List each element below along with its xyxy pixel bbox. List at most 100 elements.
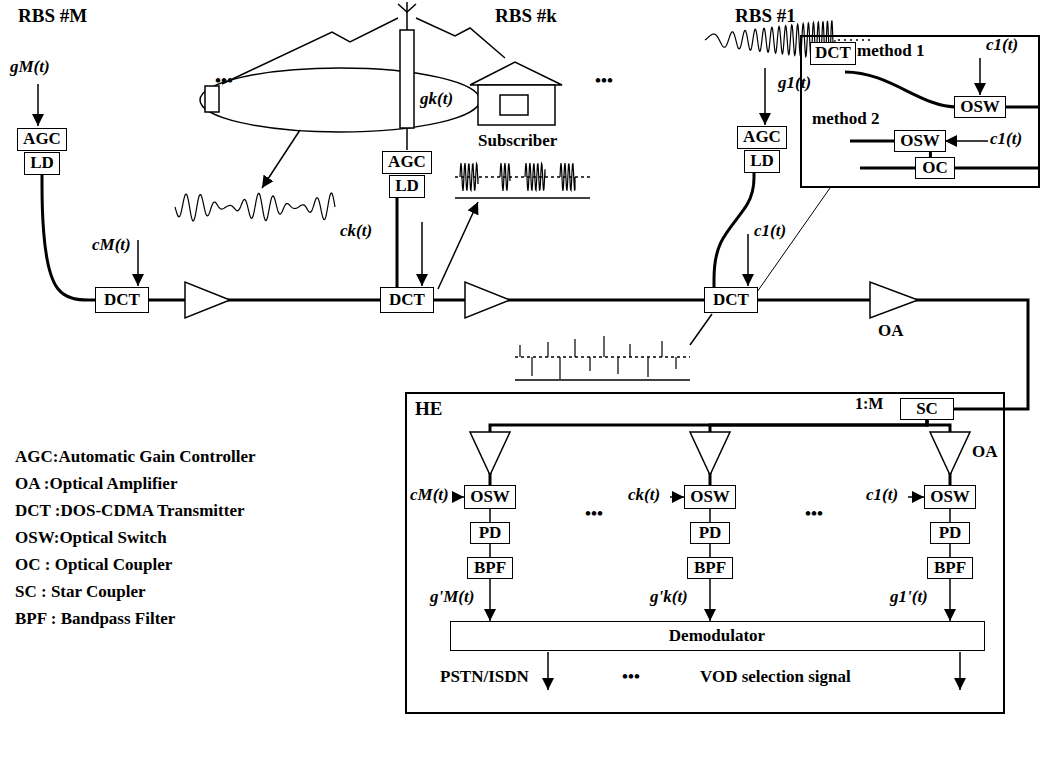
box-label: DCT bbox=[104, 291, 140, 310]
label: PSTN/ISDN bbox=[440, 668, 529, 687]
box-label: BPF bbox=[474, 559, 506, 578]
signal-name: gM(t) bbox=[10, 58, 50, 77]
box-label: PD bbox=[479, 524, 502, 543]
box-label: OSW bbox=[960, 98, 1000, 117]
code-arrow bbox=[908, 496, 924, 498]
label: RBS #k bbox=[495, 6, 557, 27]
waveform-tail bbox=[838, 39, 872, 41]
signal-line bbox=[949, 509, 951, 522]
optical-fiber bbox=[396, 198, 399, 288]
demodulator-box: Demodulator bbox=[450, 621, 985, 651]
photodiode-box: PD bbox=[690, 522, 730, 544]
pointer-arrow bbox=[262, 130, 300, 188]
optical-amplifier bbox=[185, 282, 230, 318]
box-label: OC bbox=[922, 159, 948, 178]
rbs-waveform bbox=[175, 193, 335, 221]
frame-heading: HE bbox=[415, 399, 442, 420]
radio-link bbox=[416, 18, 505, 58]
box-label: OSW bbox=[900, 132, 940, 151]
signal-line bbox=[709, 509, 711, 522]
baseline bbox=[455, 197, 590, 199]
agc-box: AGC bbox=[17, 128, 67, 151]
optical-fiber bbox=[490, 420, 927, 485]
signal-name: g1(t) bbox=[778, 74, 811, 93]
box-label: BPF bbox=[934, 559, 966, 578]
label: OA bbox=[972, 443, 998, 462]
label: ••• bbox=[215, 72, 233, 91]
box-label: LD bbox=[395, 177, 419, 196]
optical-switch-box: OSW bbox=[464, 485, 516, 509]
label: ••• bbox=[585, 505, 603, 524]
optical-fiber bbox=[714, 173, 754, 288]
code-arrow bbox=[421, 222, 423, 286]
label: method 2 bbox=[812, 110, 880, 129]
box-label: LD bbox=[30, 154, 54, 173]
dct-box: DCT bbox=[704, 287, 758, 313]
antenna-mast bbox=[400, 30, 414, 128]
dct-box: DCT bbox=[380, 287, 434, 313]
code-arrow bbox=[747, 234, 749, 286]
optical-amplifier bbox=[930, 432, 970, 475]
laser-diode-box: LD bbox=[744, 150, 780, 173]
optical-switch-box: OSW bbox=[924, 485, 976, 509]
signal-name: gk(t) bbox=[420, 90, 453, 109]
code-arrow bbox=[137, 240, 139, 286]
zero-line bbox=[515, 356, 690, 358]
optical-fiber bbox=[149, 299, 380, 302]
zero-line bbox=[455, 176, 590, 178]
label: RBS #1 bbox=[735, 6, 796, 27]
photodiode-box: PD bbox=[930, 522, 970, 544]
label: Subscriber bbox=[478, 132, 557, 151]
box-label: PD bbox=[939, 524, 962, 543]
output-arrow bbox=[547, 652, 549, 690]
signal-name: g1'(t) bbox=[890, 588, 928, 607]
laser-diode-box: LD bbox=[24, 152, 60, 175]
bandpass-filter-box: BPF bbox=[467, 557, 513, 579]
box-label: SC bbox=[916, 400, 938, 419]
agc-box: AGC bbox=[382, 151, 432, 174]
legend-text: VOD selection signal bbox=[700, 668, 851, 687]
house-roof bbox=[470, 62, 562, 85]
signal-line bbox=[489, 544, 491, 557]
output-arrow bbox=[959, 652, 961, 690]
fiber bbox=[850, 140, 897, 143]
label: ••• bbox=[595, 72, 613, 91]
box-label: BPF bbox=[694, 559, 726, 578]
signal-name: c1(t) bbox=[990, 130, 1022, 149]
signal-arrow bbox=[764, 68, 766, 125]
signal-line bbox=[709, 579, 711, 621]
tv-set bbox=[500, 95, 528, 115]
label: ••• bbox=[805, 505, 823, 524]
optical-fiber bbox=[42, 175, 95, 301]
legend-text: SC : Star Coupler bbox=[15, 583, 146, 602]
optical-switch-box: OSW bbox=[684, 485, 736, 509]
signal-line bbox=[949, 544, 951, 557]
mast-feed bbox=[406, 128, 408, 150]
fiber bbox=[955, 167, 1038, 170]
laser-diode-box: LD bbox=[389, 175, 425, 198]
star-coupler-box: SC bbox=[900, 398, 954, 420]
signal-arrow bbox=[37, 84, 39, 126]
box-label: AGC bbox=[23, 130, 61, 149]
optical-amplifier bbox=[465, 282, 510, 318]
optical-amplifier bbox=[690, 432, 730, 475]
signal-name: c1(t) bbox=[754, 222, 786, 241]
signal-name: cM(t) bbox=[92, 236, 131, 255]
label: 1:M bbox=[855, 395, 883, 413]
code-arrow bbox=[452, 496, 464, 498]
box-label: AGC bbox=[388, 153, 426, 172]
fiber bbox=[860, 167, 915, 170]
radio-link bbox=[222, 18, 398, 84]
label: RBS #M bbox=[18, 6, 87, 27]
antenna bbox=[406, 2, 408, 30]
signal-line bbox=[709, 544, 711, 557]
antenna bbox=[398, 4, 416, 12]
house-body bbox=[478, 85, 555, 125]
signal-line bbox=[949, 579, 951, 621]
code-arrow bbox=[945, 140, 988, 142]
legend-text: BPF : Bandpass Filter bbox=[15, 610, 175, 629]
signal-name: c1(t) bbox=[986, 36, 1018, 55]
signal-name: ck(t) bbox=[628, 486, 660, 505]
box-label: OSW bbox=[930, 488, 970, 507]
